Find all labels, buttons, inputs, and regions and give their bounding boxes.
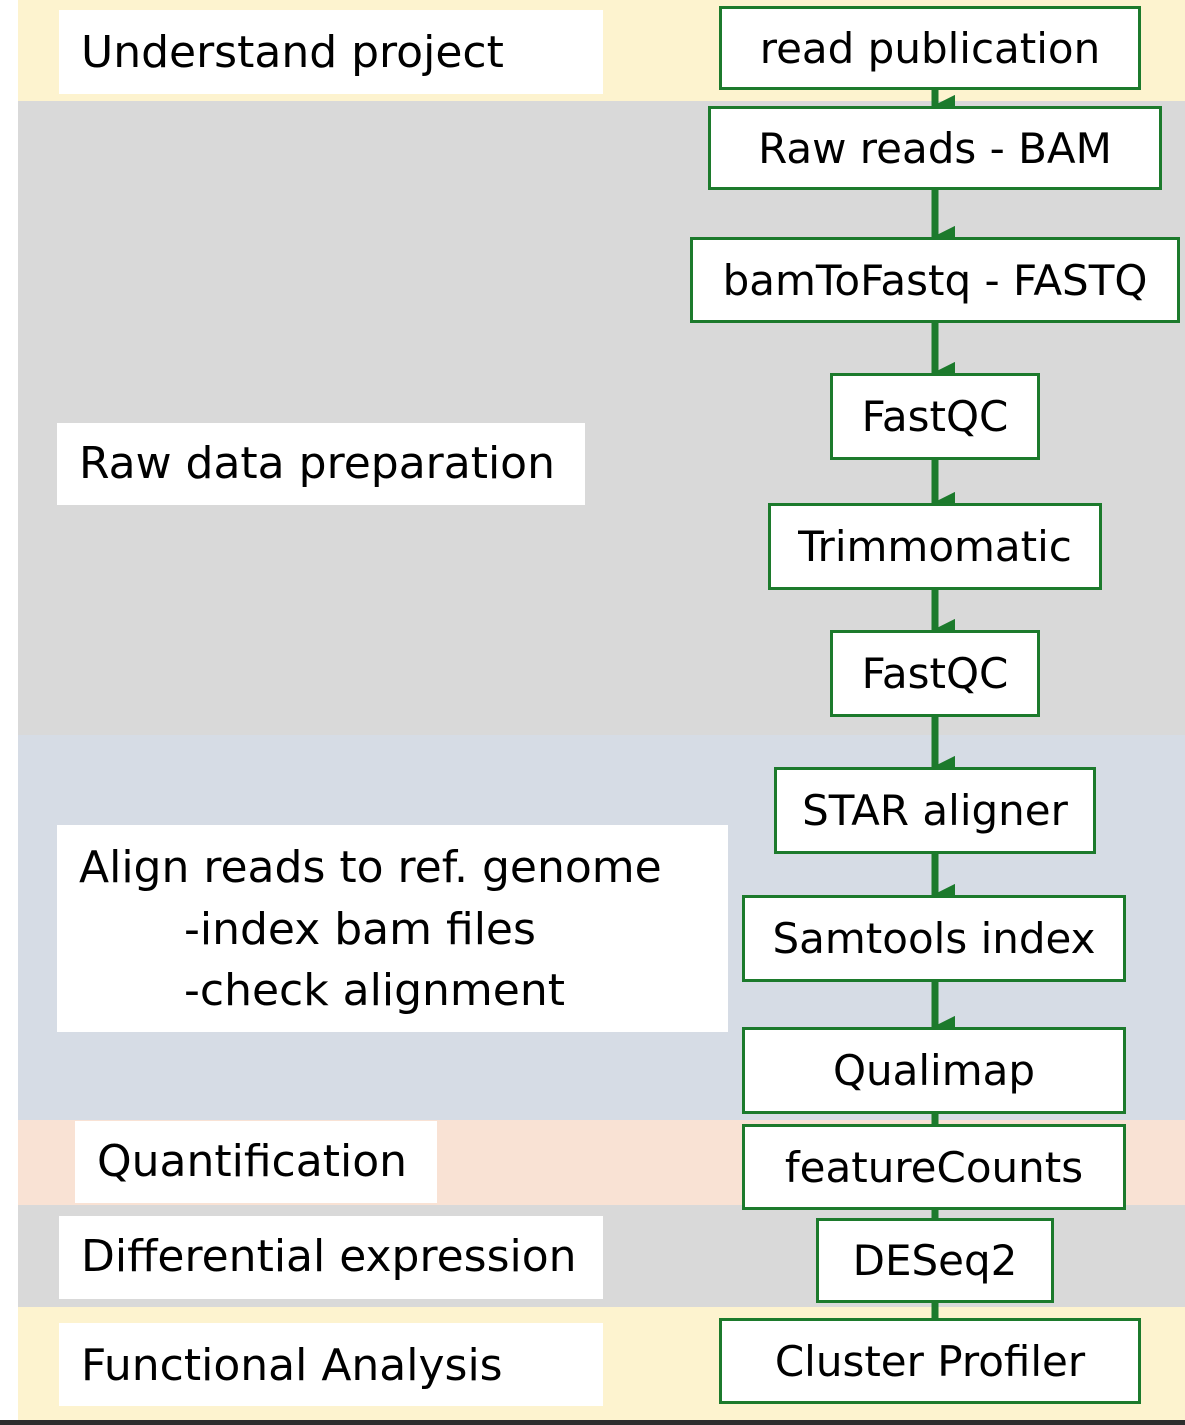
step-raw-reads-bam: Raw reads - BAM [708, 106, 1162, 190]
stage-label-understand: Understand project [59, 10, 603, 94]
align-title: Align reads to ref. genome [79, 842, 662, 893]
step-read-publication: read publication [719, 6, 1141, 90]
step-star-aligner: STAR aligner [774, 767, 1096, 854]
stage-label-differential: Differential expression [59, 1216, 603, 1299]
step-deseq2: DESeq2 [816, 1218, 1054, 1303]
step-cluster-profiler: Cluster Profiler [719, 1318, 1141, 1404]
align-sub-index: -index bam files [184, 903, 536, 955]
step-trimmomatic: Trimmomatic [768, 503, 1102, 590]
step-fastqc-2: FastQC [830, 630, 1040, 717]
step-fastqc-1: FastQC [830, 373, 1040, 460]
stage-label-raw-data: Raw data preparation [57, 423, 585, 505]
bottom-rule [0, 1420, 1185, 1425]
step-bamtofastq: bamToFastq - FASTQ [690, 237, 1180, 323]
step-qualimap: Qualimap [742, 1027, 1126, 1114]
stage-label-functional: Functional Analysis [59, 1323, 603, 1406]
stage-label-quantification: Quantification [75, 1121, 437, 1203]
step-samtools-index: Samtools index [742, 895, 1126, 982]
align-sub-check: -check alignment [184, 965, 565, 1017]
step-featurecounts: featureCounts [742, 1124, 1126, 1210]
stage-label-align: Align reads to ref. genome -index bam fi… [57, 825, 728, 1032]
